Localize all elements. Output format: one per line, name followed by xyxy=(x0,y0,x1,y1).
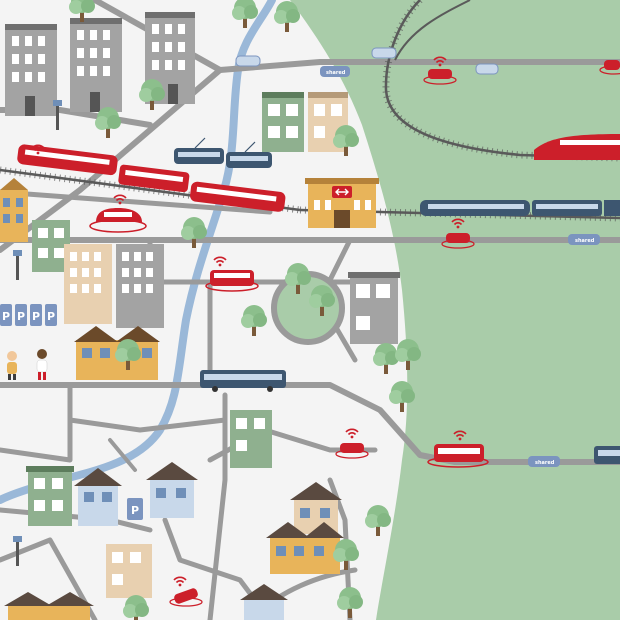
parking-area: P P P P P xyxy=(0,304,143,520)
parking-icon xyxy=(30,304,42,326)
shared-car-label: shared xyxy=(575,238,595,244)
terrace-houses xyxy=(74,326,160,380)
shared-bus xyxy=(427,430,489,468)
autonomous-car xyxy=(169,576,203,607)
shared-minibus xyxy=(89,194,147,233)
shared-car: shared xyxy=(528,456,560,467)
terrace-houses xyxy=(266,522,344,574)
autonomous-car xyxy=(423,56,457,85)
parking-label: P xyxy=(47,310,55,323)
parking-icon xyxy=(127,498,143,520)
autonomous-car xyxy=(441,218,475,249)
school-building xyxy=(0,178,28,242)
apartment-block xyxy=(70,18,122,112)
train-station xyxy=(305,178,379,228)
parking-label: P xyxy=(2,310,10,323)
apartment-block xyxy=(5,24,57,116)
apartment-block-beige xyxy=(64,244,112,324)
blue-bus xyxy=(200,370,286,392)
autonomous-car xyxy=(599,60,620,75)
shared-car: shared xyxy=(568,234,600,245)
blue-bus xyxy=(594,446,620,464)
car xyxy=(235,55,261,67)
pitched-house xyxy=(240,584,288,620)
person-icon xyxy=(36,349,48,380)
beige-house xyxy=(106,544,152,598)
green-house xyxy=(262,92,304,152)
parking-label: P xyxy=(32,310,40,323)
shared-car-label: shared xyxy=(535,460,555,466)
parking-label: P xyxy=(17,310,25,323)
green-house xyxy=(230,410,272,468)
parking-label: P xyxy=(131,504,139,517)
intercity-train xyxy=(420,200,620,216)
pitched-house xyxy=(74,468,122,526)
buildings xyxy=(0,12,400,620)
high-speed-train xyxy=(534,134,620,160)
river xyxy=(0,0,276,504)
bus-stop-sign-icon xyxy=(13,100,62,566)
pitched-house xyxy=(146,462,198,518)
apartment-block xyxy=(116,244,164,328)
person-icon xyxy=(7,351,17,380)
green-house xyxy=(32,220,70,272)
cars: shared shared shared xyxy=(169,47,620,607)
shared-car: shared xyxy=(320,66,350,77)
roundabout xyxy=(271,271,345,345)
red-regional-train xyxy=(17,144,286,212)
shared-car-label: shared xyxy=(326,70,346,76)
autonomous-car xyxy=(335,428,369,459)
shared-bus xyxy=(205,256,259,292)
grey-house xyxy=(348,272,400,344)
blue-tram xyxy=(174,137,272,168)
parking-icon xyxy=(0,304,12,326)
parking-icon xyxy=(15,304,27,326)
terrace-houses xyxy=(4,592,94,620)
green-house xyxy=(26,466,74,526)
car xyxy=(475,63,499,75)
parking-icon xyxy=(45,304,57,326)
car xyxy=(371,47,397,59)
